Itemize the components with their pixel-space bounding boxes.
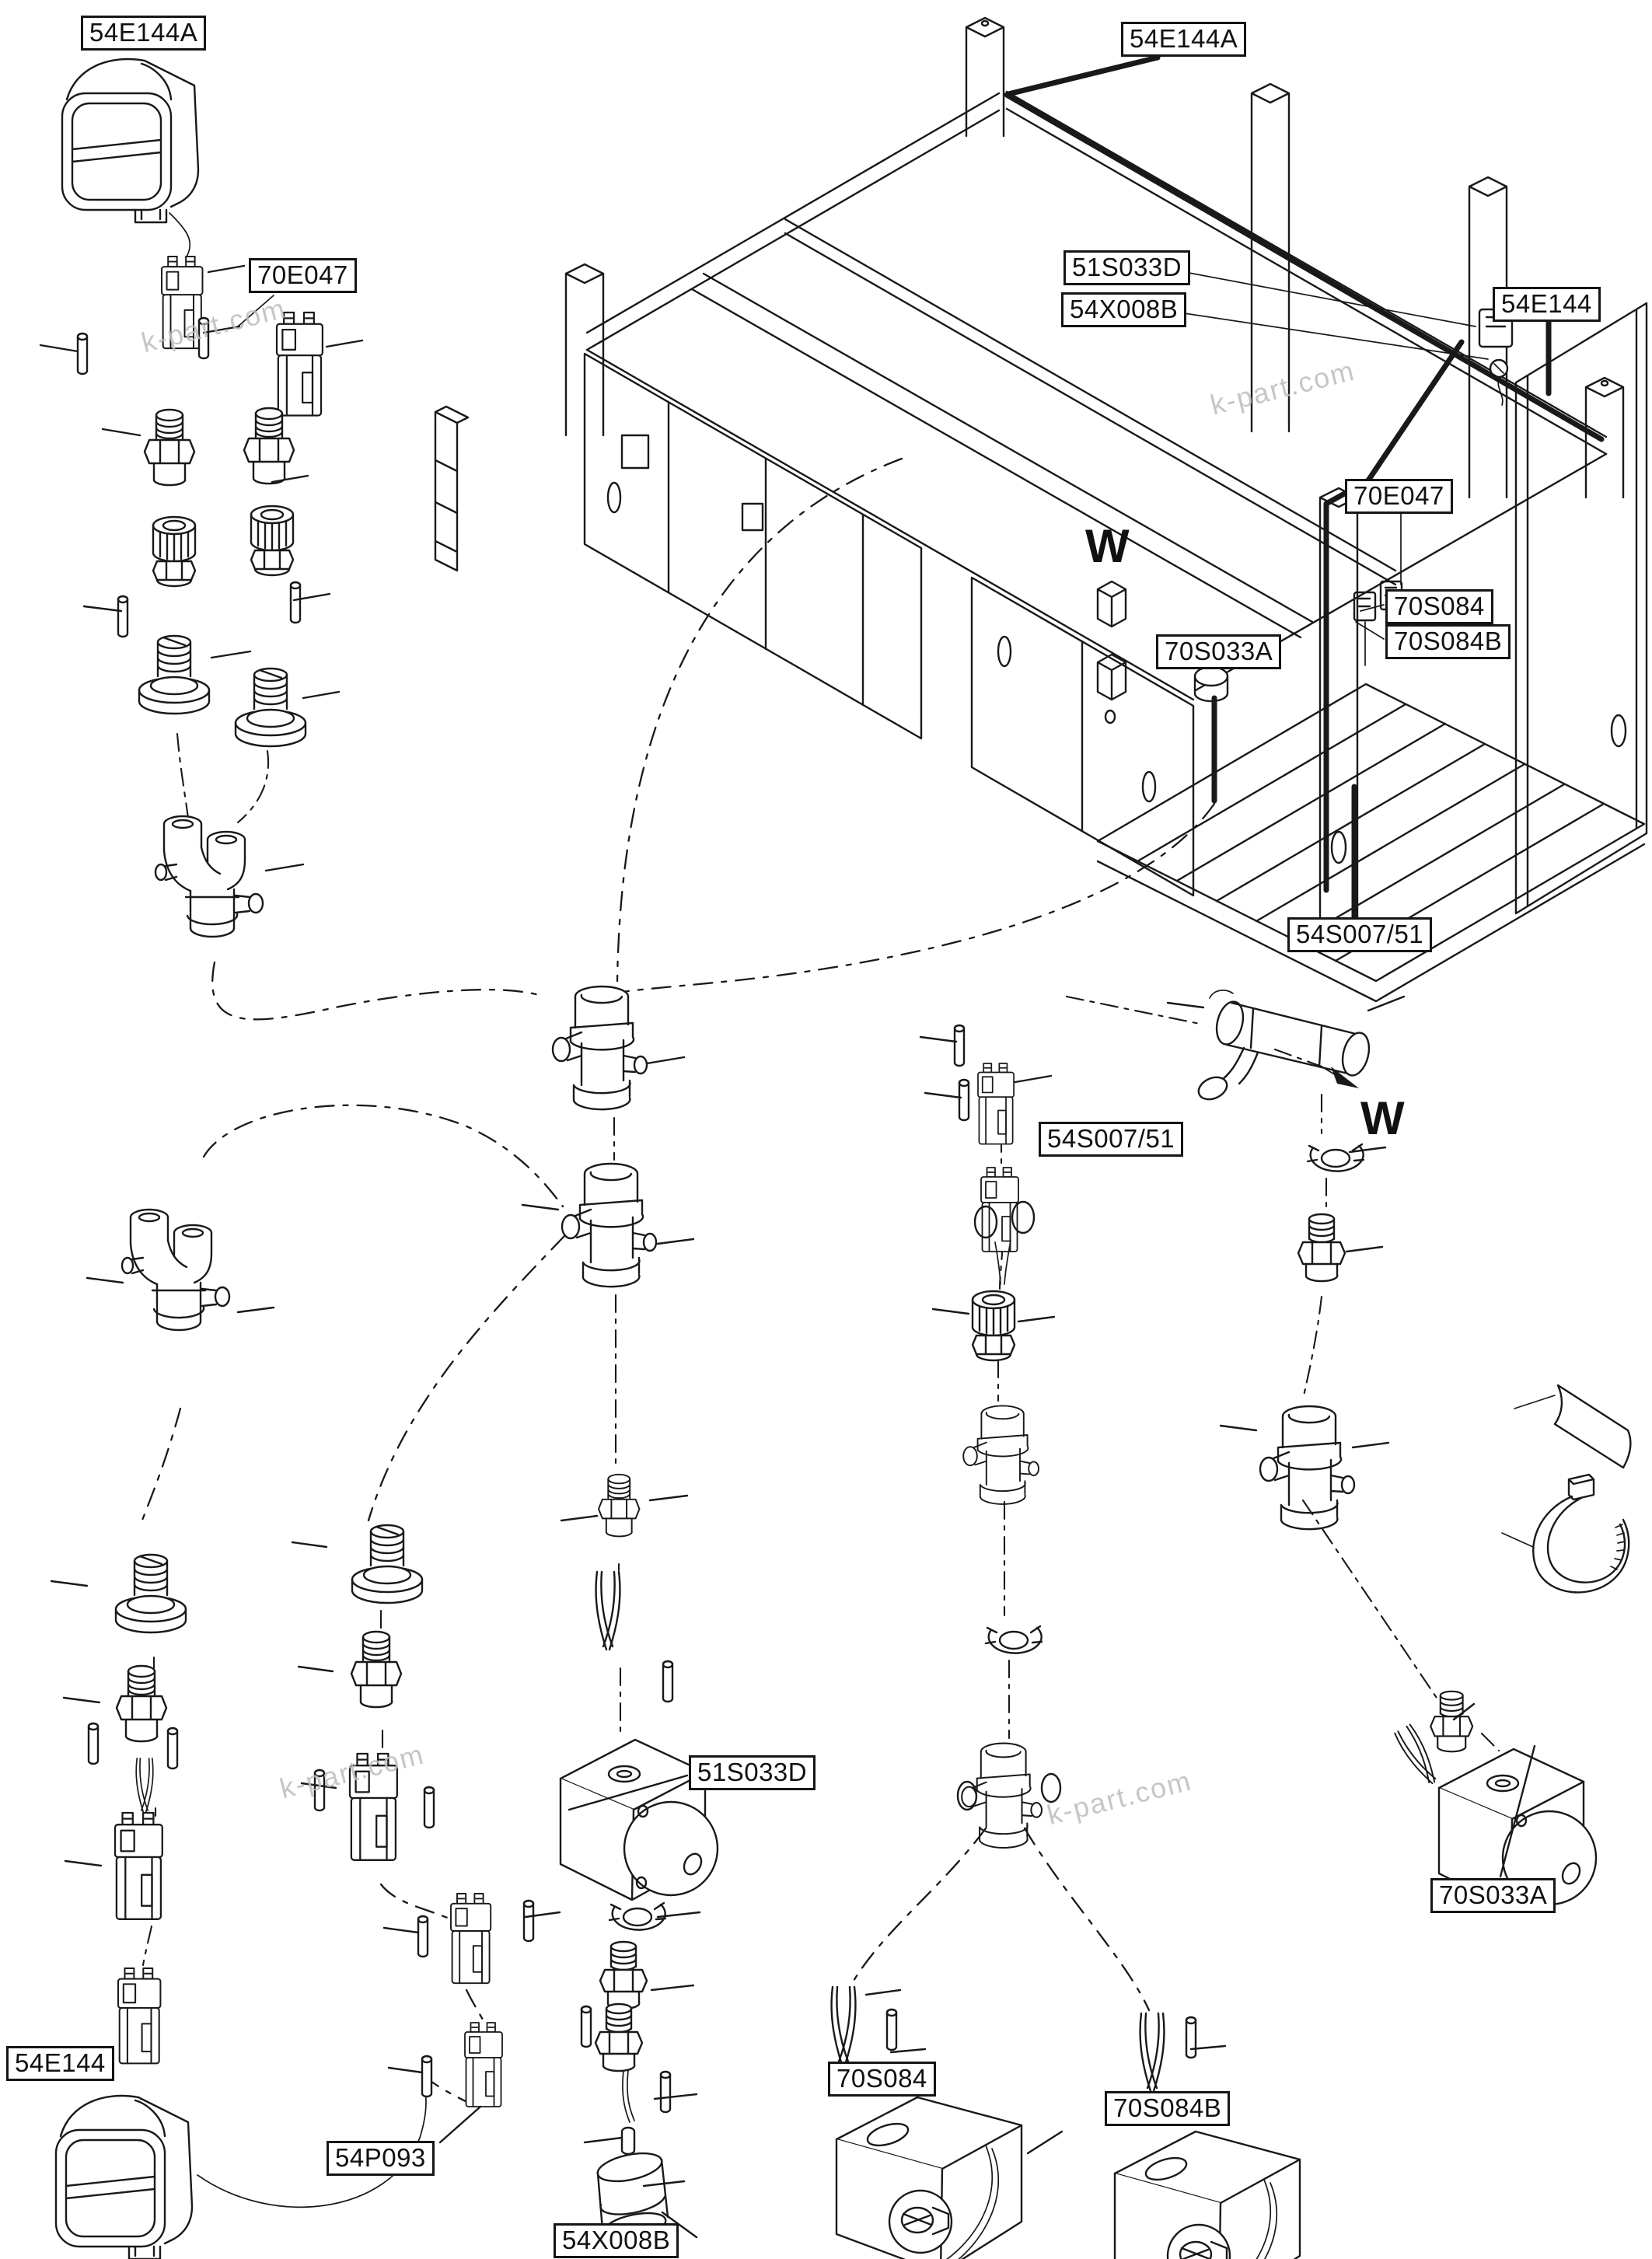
t-connector-clamped xyxy=(956,1742,1062,1849)
part-label-54X008B-bottom: 54X008B xyxy=(554,2223,679,2258)
t-connector xyxy=(561,1162,658,1288)
t-connector xyxy=(551,985,648,1111)
leader-lines xyxy=(39,264,1536,2239)
part-label-70E047-frame: 70E047 xyxy=(1345,479,1453,514)
part-label-54E144-right: 54E144 xyxy=(1493,287,1601,322)
work-lamp-54E144A xyxy=(61,58,200,224)
part-label-54X008B-frame: 54X008B xyxy=(1061,292,1187,327)
part-label-70E047-top-left: 70E047 xyxy=(249,258,357,293)
part-label-51S033D-bottom: 51S033D xyxy=(689,1755,816,1790)
pin xyxy=(421,2055,433,2098)
frame-left-wall-panels xyxy=(583,352,1195,897)
tank-70S084B xyxy=(1113,2130,1301,2259)
frame-corner-posts xyxy=(564,16,1625,920)
nozzle-flange xyxy=(234,667,307,748)
wire xyxy=(622,2070,635,2123)
pin xyxy=(87,1722,100,1765)
part-label-54P093: 54P093 xyxy=(327,2141,435,2176)
machine-frame-isometric xyxy=(237,16,1648,1003)
view-direction-w-arrow: W xyxy=(1360,1092,1405,1144)
pin xyxy=(423,1786,435,1829)
part-label-70S033A-bottom: 70S033A xyxy=(1430,1878,1556,1913)
cable-gland xyxy=(115,1664,168,1743)
connector-2pin xyxy=(977,1063,1015,1145)
frame-right-wall xyxy=(1514,302,1648,915)
hex-plug xyxy=(243,407,295,485)
frame-elbow-fitting xyxy=(1193,665,1229,703)
harness-cable-54E144A xyxy=(1004,54,1605,922)
threaded-fitting xyxy=(599,1940,648,2010)
wire-fork xyxy=(595,1570,621,1651)
pin xyxy=(885,2008,898,2051)
wire-fork xyxy=(135,1758,154,1814)
view-direction-w-frame: W xyxy=(1085,520,1130,572)
t-valve-horizontal-54S007-51 xyxy=(1197,990,1371,1101)
pin xyxy=(953,1024,966,1067)
pin xyxy=(1185,2016,1197,2059)
connector-with-clamp xyxy=(973,1167,1036,1285)
y-manifold xyxy=(154,815,264,938)
lamp-wire xyxy=(169,212,191,257)
y-manifold xyxy=(120,1208,231,1332)
part-label-70S084B-frame: 70S084B xyxy=(1385,624,1511,659)
connector-2pin-54P093 xyxy=(450,1893,492,1985)
nozzle-flange xyxy=(351,1524,424,1604)
part-label-70S033A-frame: 70S033A xyxy=(1156,634,1282,669)
part-label-54S007-51-mid: 54S007/51 xyxy=(1039,1122,1184,1157)
fitting-bushing xyxy=(1430,1690,1474,1753)
frame-bracket-strip xyxy=(434,405,470,572)
work-lamp-54E144 xyxy=(54,2094,194,2259)
part-label-54E144A-top-left: 54E144A xyxy=(81,16,207,51)
wiring-routes xyxy=(140,457,1500,2208)
compression-gland xyxy=(971,1290,1016,1362)
wire-fork xyxy=(1139,2012,1165,2093)
threaded-fitting xyxy=(594,2002,644,2072)
part-label-54E144-bottom: 54E144 xyxy=(6,2046,114,2081)
pin xyxy=(417,1915,429,1958)
pin xyxy=(659,2070,672,2114)
pin xyxy=(76,332,89,375)
pin xyxy=(662,1660,674,1703)
washer-pump-54X008B xyxy=(596,2126,669,2249)
part-label-54S007-51-upper: 54S007/51 xyxy=(1287,917,1433,952)
t-connector xyxy=(1259,1405,1356,1531)
decal-sheet xyxy=(1514,1384,1632,1469)
t-valve xyxy=(962,1405,1039,1505)
pin xyxy=(522,1899,535,1943)
compression-nut xyxy=(250,505,295,577)
frame-floor-grid xyxy=(1096,683,1646,1003)
part-label-54E144A-top-right: 54E144A xyxy=(1121,22,1247,57)
fitting-bushing xyxy=(598,1473,641,1538)
pin xyxy=(289,581,302,624)
tank-70S084 xyxy=(835,2096,1023,2259)
nozzle-flange xyxy=(114,1553,187,1634)
cable-tie xyxy=(1501,1473,1630,1594)
part-label-70S084-frame: 70S084 xyxy=(1385,589,1493,624)
part-label-70S084B-bottom: 70S084B xyxy=(1105,2091,1231,2126)
pin xyxy=(958,1078,970,1122)
connector-2pin xyxy=(275,311,323,417)
lock-ring-insert xyxy=(984,1625,1043,1654)
part-label-51S033D-frame: 51S033D xyxy=(1063,250,1191,285)
pin xyxy=(580,2005,592,2048)
compression-nut xyxy=(152,515,197,588)
hex-plug xyxy=(143,408,196,487)
pin xyxy=(166,1727,179,1770)
nozzle-flange xyxy=(138,634,211,715)
pin xyxy=(117,595,129,638)
cable-gland xyxy=(350,1630,403,1709)
threaded-insert xyxy=(1297,1213,1346,1283)
mounted-connector-blocks xyxy=(1096,580,1127,724)
connector-boot xyxy=(114,1811,163,1920)
lock-ring xyxy=(1306,1143,1365,1172)
connector-2pin xyxy=(464,2022,503,2107)
connector-2pin xyxy=(117,1967,162,2065)
part-label-70S084-bottom: 70S084 xyxy=(828,2062,936,2097)
wire-fork xyxy=(830,1985,857,2066)
